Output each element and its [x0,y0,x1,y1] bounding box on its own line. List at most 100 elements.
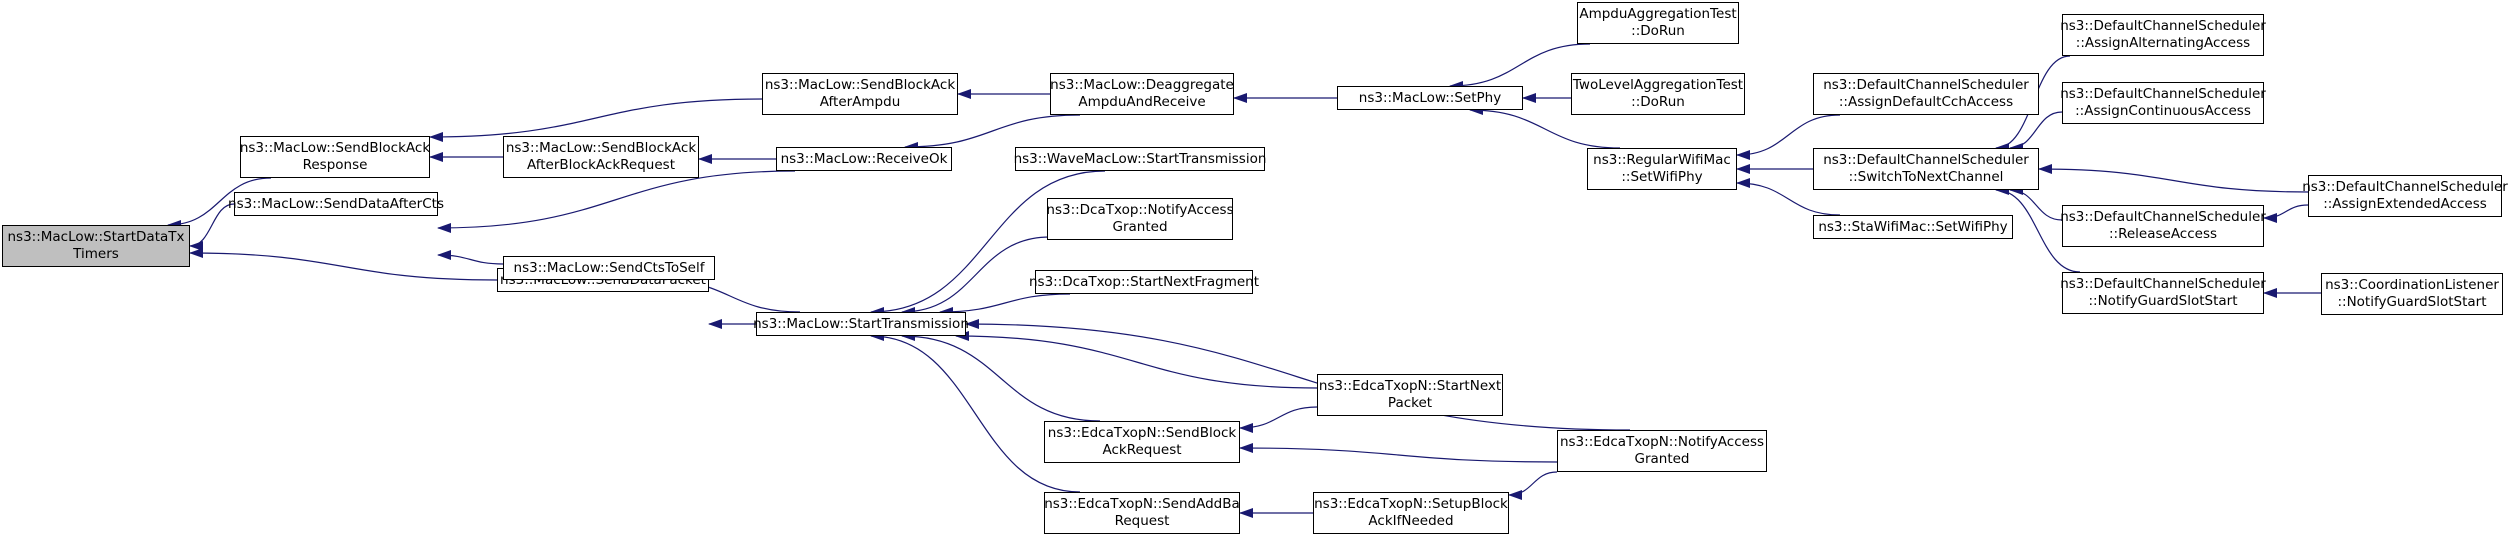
edge-edcaStartNextPacket-to-startTransmission [955,331,1318,389]
node-receive-ok[interactable]: ns3::MacLow::ReceiveOk [776,147,952,171]
node-label: ns3::StaWifiMac::SetWifiPhy [1818,219,2007,236]
node-label: ns3::MacLow::SendCtsToSelf [514,260,705,277]
node-label: ns3::RegularWifiMac::SetWifiPhy [1593,152,1731,186]
edge-assignContinuousAccess-to-switchToNextChannel [2009,111,2063,153]
node-label-line: ns3::MacLow::SendBlockAck [505,140,697,156]
edge-sendDataAfterCts-to-root [189,203,235,251]
node-label-line: ns3::EdcaTxopN::SetupBlock [1314,496,1508,512]
node-label-line: Packet [1387,395,1433,411]
node-assign-continuous-access[interactable]: ns3::DefaultChannelScheduler::AssignCont… [2060,82,2266,124]
node-label: ns3::DcaTxop::StartNextFragment [1029,274,1259,291]
node-assign-default-cch-access[interactable]: ns3::DefaultChannelScheduler::AssignDefa… [1813,73,2039,115]
node-label-line: ns3::RegularWifiMac [1593,152,1731,168]
node-label-line: ns3::EdcaTxopN::StartNext [1318,378,1502,394]
node-label-line: ns3::MacLow::SendBlockAck [764,77,956,93]
node-label-line: ns3::MacLow::Deaggregate [1050,77,1234,93]
edge-deaggregate-to-receiveOk [904,114,1081,152]
node-label: ns3::MacLow::StartTransmission [753,316,969,333]
edge-releaseAccess-to-switchToNextChannel [2009,185,2063,221]
edge-edcaNotifyAccessGranted-to-edcaSetupBlockIfNeeded [1508,471,1558,500]
edge-receiveOk-to-sendDataAfterCts [437,170,796,233]
node-label-line: ns3::DcaTxop::NotifyAccess [1046,202,1234,218]
edge-dcaNotifyAccessGranted-to-startTransmission [901,236,1051,317]
edge-assignExtendedAccess-to-releaseAccess [2263,204,2309,223]
node-label-line: ns3::EdcaTxopN::SendBlock [1047,425,1237,441]
node-send-data-after-cts[interactable]: ns3::MacLow::SendDataAfterCts [228,192,444,216]
node-send-cts-to-self[interactable]: ns3::MacLow::SendCtsToSelf [503,256,715,280]
node-release-access[interactable]: ns3::DefaultChannelScheduler::ReleaseAcc… [2060,205,2266,247]
node-label-line: ns3::DefaultChannelScheduler [2060,209,2266,225]
node-assign-alternating-access[interactable]: ns3::DefaultChannelScheduler::AssignAlte… [2060,14,2266,56]
node-ampdu-aggregation-test[interactable]: AmpduAggregationTest::DoRun [1577,2,1739,44]
node-label-line: Timers [73,246,119,262]
edge-assignExtendedAccess-to-switchToNextChannel [2038,164,2309,193]
node-label-line: ::AssignExtendedAccess [2323,196,2487,212]
edge-notifyGuardSlotStart-to-switchToNextChannel [1995,185,2081,273]
node-label: ns3::MacLow::ReceiveOk [781,151,948,168]
edge-sendCtsToSelf-to-sendDataAfterCts [437,250,504,265]
node-label: ns3::DefaultChannelScheduler::AssignCont… [2060,86,2266,120]
edge-edcaNotifyAccessGranted-to-startTransmission [965,319,1631,431]
node-notify-guard-slot-start[interactable]: ns3::DefaultChannelScheduler::NotifyGuar… [2060,272,2266,314]
node-label-line: TwoLevelAggregationTest [1572,77,1744,93]
edge-regularSetWifiPhy-to-setPhy [1469,105,1621,149]
node-regular-set-wifi-phy[interactable]: ns3::RegularWifiMac::SetWifiPhy [1587,148,1737,190]
node-label-line: AmpduAggregationTest [1579,6,1737,22]
node-label: ns3::DefaultChannelScheduler::NotifyGuar… [2060,276,2266,310]
node-dca-start-next-fragment[interactable]: ns3::DcaTxop::StartNextFragment [1029,270,1259,294]
node-two-level-aggregation-test[interactable]: TwoLevelAggregationTest::DoRun [1571,73,1745,115]
node-set-phy[interactable]: ns3::MacLow::SetPhy [1337,86,1523,110]
node-sta-set-wifi-phy[interactable]: ns3::StaWifiMac::SetWifiPhy [1813,215,2013,239]
node-label: ns3::DefaultChannelScheduler::SwitchToNe… [1823,152,2029,186]
node-label-line: ns3::WaveMacLow::StartTransmission [1013,150,1267,167]
edge-edcaSendBlockAckRequest-to-startTransmission [901,331,1101,422]
edge-sendBlockAckAfterAmpdu-to-sendBlockAckResponse [429,98,763,142]
edge-sendBlockAckResponse-to-root [167,177,272,230]
node-label-line: ns3::EdcaTxopN::SendAddBa [1044,496,1240,512]
node-label-line: ::SwitchToNextChannel [1848,169,2004,185]
edge-layer [167,43,2322,518]
node-label-line: Request [1114,513,1170,529]
node-label-line: AckIfNeeded [1368,513,1454,529]
node-label-line: ns3::MacLow::SetPhy [1358,89,1502,106]
node-label: ns3::MacLow::SendDataAfterCts [228,196,444,213]
edge-edcaSendAddBaRequest-to-startTransmission [870,331,1081,493]
node-label-line: Response [302,157,368,173]
node-label-line: ns3::MacLow::StartDataTx [7,229,185,245]
node-switch-to-next-channel[interactable]: ns3::DefaultChannelScheduler::SwitchToNe… [1813,148,2039,190]
node-label: ns3::DefaultChannelScheduler::AssignDefa… [1823,77,2029,111]
node-label-line: ::NotifyGuardSlotStart [2337,294,2487,310]
node-label: ns3::CoordinationListener::NotifyGuardSl… [2325,277,2499,311]
node-coordination-notify-guard-slot-start[interactable]: ns3::CoordinationListener::NotifyGuardSl… [2321,273,2503,315]
node-label-line: Granted [1112,219,1168,235]
node-label: ns3::MacLow::SetPhy [1359,90,1501,107]
node-label-line: AmpduAndReceive [1078,94,1206,110]
node-assign-extended-access[interactable]: ns3::DefaultChannelScheduler::AssignExte… [2302,175,2508,217]
node-label-line: ns3::EdcaTxopN::NotifyAccess [1559,434,1765,450]
node-start-transmission[interactable]: ns3::MacLow::StartTransmission [753,312,969,336]
node-wave-start-transmission[interactable]: ns3::WaveMacLow::StartTransmission [1013,147,1267,171]
edge-waveStartTransmission-to-startTransmission [870,170,1106,317]
node-label: ns3::DefaultChannelScheduler::AssignAlte… [2060,18,2266,52]
node-label-line: AckRequest [1102,442,1182,458]
node-label-line: ::NotifyGuardSlotStart [2088,293,2238,309]
node-label-line: ns3::StaWifiMac::SetWifiPhy [1818,218,2008,235]
node-label-line: ::AssignAlternatingAccess [2075,35,2251,51]
node-label-line: ::ReleaseAccess [2108,226,2218,242]
node-label-line: Granted [1634,451,1690,467]
